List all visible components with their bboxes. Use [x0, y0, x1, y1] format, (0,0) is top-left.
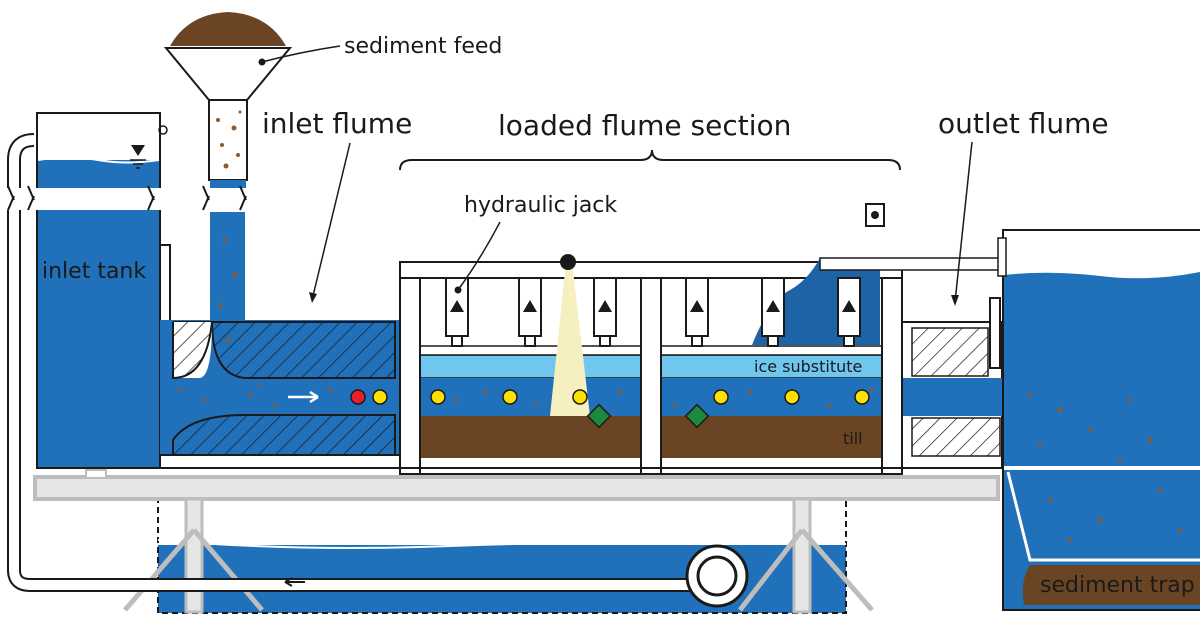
- sediment-trap-label: sediment trap: [1040, 573, 1195, 598]
- return-pipe: [6, 133, 749, 608]
- sensor-green: [586, 403, 612, 429]
- water-level-icon: [131, 145, 145, 156]
- sediment-trap-tank: [997, 229, 1200, 611]
- sensor-green: [684, 403, 710, 429]
- sensor-yellow: [430, 389, 446, 405]
- sediment-hopper: [163, 12, 341, 211]
- light-cone: [550, 262, 590, 416]
- sensor-yellow: [713, 389, 729, 405]
- lower-reservoir: [157, 488, 847, 614]
- inlet-flume: [159, 212, 401, 469]
- sensor-red: [350, 389, 366, 405]
- jack-6: [837, 277, 861, 347]
- jack-5: [761, 277, 785, 347]
- ice-substitute-label: ice substitute: [754, 357, 862, 376]
- jack-2: [518, 277, 542, 347]
- sensor-yellow: [572, 389, 588, 405]
- sensor-yellow: [372, 389, 388, 405]
- sensor-yellow: [502, 389, 518, 405]
- sensor-yellow: [854, 389, 870, 405]
- jack-4: [685, 277, 709, 347]
- sensor-yellow: [784, 389, 800, 405]
- inlet-tank: [0, 112, 171, 479]
- support-frame: [33, 475, 1000, 614]
- outlet-flume-label: outlet flume: [938, 107, 1109, 140]
- hydraulic-jacks: [445, 277, 861, 347]
- jack-3: [593, 277, 617, 347]
- loaded-section-label: loaded flume section: [498, 109, 791, 142]
- outlet-flume: [901, 297, 1003, 469]
- inlet-tank-label: inlet tank: [42, 259, 146, 284]
- inlet-flume-label: inlet flume: [262, 107, 412, 140]
- outlet-flume-pointer: [954, 141, 973, 303]
- sediment-feed-label: sediment feed: [344, 34, 502, 59]
- jack-1: [445, 277, 469, 347]
- section-brace: [399, 149, 901, 171]
- camera-icon: [560, 254, 576, 270]
- hydraulic-jack-label: hydraulic jack: [464, 193, 617, 218]
- till-label: till: [843, 429, 863, 448]
- inlet-flume-pointer: [311, 142, 351, 301]
